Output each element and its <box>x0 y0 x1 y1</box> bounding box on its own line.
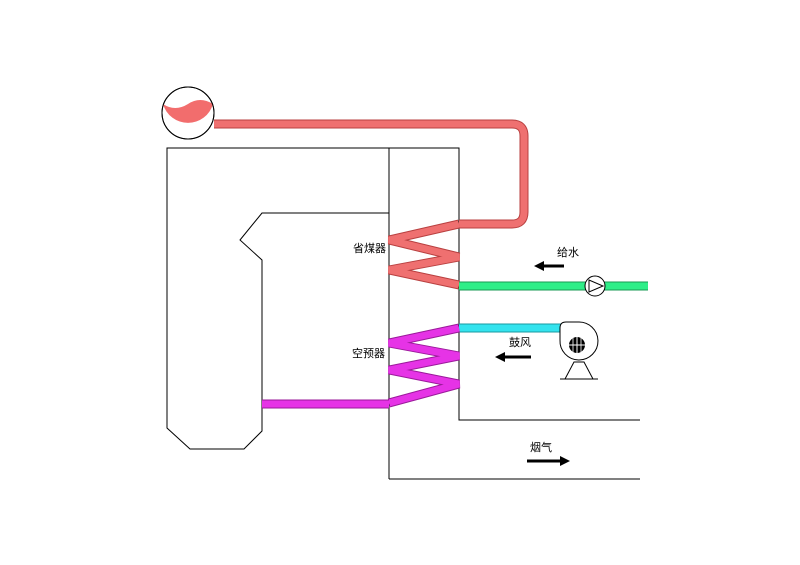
flue-gas-arrow-icon <box>527 456 570 466</box>
steam-drum-icon <box>161 86 215 140</box>
furnace-outline <box>239 212 389 400</box>
feed-water-arrow-icon <box>534 261 564 271</box>
forced-draft-label: 鼓风 <box>509 335 531 349</box>
forced-draft-fan-icon <box>559 321 599 380</box>
boiler-casing <box>166 147 390 479</box>
forced-draft-arrow-icon <box>495 352 531 362</box>
flue-gas-label: 烟气 <box>530 440 552 454</box>
riser-pipe <box>214 119 529 229</box>
feed-water-label: 给水 <box>557 246 579 259</box>
air-preheater-label: 空预器 <box>352 346 385 360</box>
economizer-label: 省煤器 <box>353 242 386 255</box>
feed-pump-icon <box>584 275 606 297</box>
